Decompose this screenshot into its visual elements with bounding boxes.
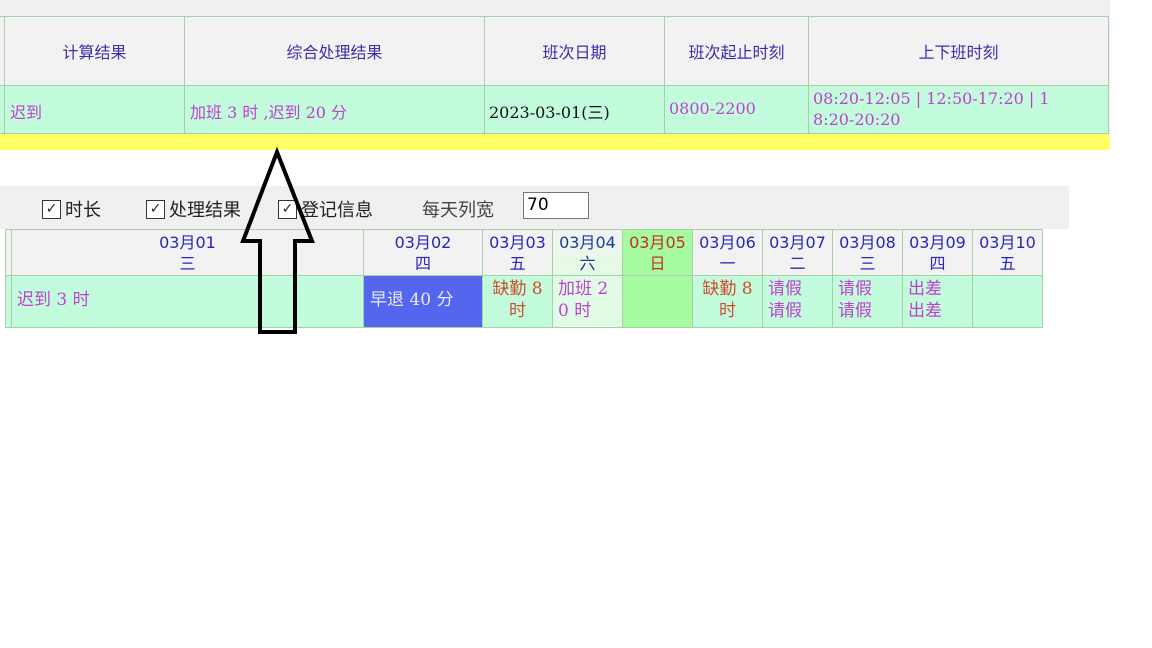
day-date: 03月09 [909, 233, 966, 252]
cell-combined-result[interactable]: 加班 3 时 ,迟到 20 分 [185, 86, 485, 134]
day-cell[interactable]: 早退 40 分 [364, 276, 483, 328]
cell-shift-time[interactable]: 0800-2200 [665, 86, 809, 134]
day-weekday: 四 [929, 254, 946, 273]
clock-line-1: 08:20-12:05 | 12:50-17:20 | 1 [813, 89, 1050, 108]
day-date: 03月08 [839, 233, 896, 252]
day-line-2: 出差 [908, 301, 942, 321]
day-date: 03月05 [629, 233, 686, 252]
cell-calc-result[interactable]: 迟到 [5, 86, 185, 134]
day-line-2: 请假 [838, 301, 872, 321]
header-clock-times[interactable]: 上下班时刻 [809, 16, 1109, 86]
day-date: 03月06 [699, 233, 756, 252]
day-date: 03月03 [489, 233, 546, 252]
col-width-input[interactable]: 70 [523, 192, 589, 219]
day-cell[interactable]: 请假请假 [833, 276, 903, 328]
day-header[interactable]: 03月04 六 [553, 229, 623, 276]
clock-line-2: 8:20-20:20 [813, 110, 901, 129]
day-line-2: 请假 [768, 301, 802, 321]
checkbox-label: 处理结果 [169, 200, 241, 221]
col-width-label: 每天列宽 [422, 200, 494, 221]
day-line-1: 早退 40 分 [370, 290, 454, 310]
day-date: 03月01 [159, 233, 216, 252]
cell-clock-times[interactable]: 08:20-12:05 | 12:50-17:20 | 1 8:20-20:20 [809, 86, 1109, 134]
day-line-2: 0 时 [558, 301, 592, 321]
cell-shift-date[interactable]: 2023-03-01(三) [485, 86, 665, 134]
day-weekday: 一 [719, 254, 736, 273]
day-date: 03月10 [979, 233, 1036, 252]
day-weekday: 五 [509, 254, 526, 273]
day-line-2: 时 [509, 301, 526, 321]
day-header[interactable]: 03月06 一 [693, 229, 763, 276]
day-weekday: 二 [789, 254, 806, 273]
day-header[interactable]: 03月02 四 [364, 229, 483, 276]
checkbox-label: 时长 [65, 200, 101, 221]
day-line-1: 请假 [838, 279, 872, 299]
day-line-1: 出差 [908, 279, 942, 299]
day-cell[interactable]: 出差出差 [903, 276, 973, 328]
day-cell[interactable] [623, 276, 693, 328]
day-date: 03月07 [769, 233, 826, 252]
checkbox-register[interactable]: ✓登记信息 [278, 196, 373, 222]
day-weekday: 六 [579, 254, 596, 273]
day-header[interactable]: 03月03 五 [483, 229, 553, 276]
day-line-1: 缺勤 8 [492, 279, 543, 299]
day-cell[interactable]: 迟到 3 时 [12, 276, 364, 328]
day-weekday: 四 [414, 254, 431, 273]
day-line-1: 加班 2 [558, 279, 609, 299]
day-header[interactable]: 03月10 五 [973, 229, 1043, 276]
checkbox-duration[interactable]: ✓时长 [42, 196, 101, 222]
day-cell[interactable]: 请假请假 [763, 276, 833, 328]
day-date: 03月04 [559, 233, 616, 252]
check-icon: ✓ [146, 199, 165, 219]
checkbox-result[interactable]: ✓处理结果 [146, 196, 241, 222]
day-header[interactable]: 03月09 四 [903, 229, 973, 276]
day-line-2: 时 [719, 301, 736, 321]
day-line-1: 请假 [768, 279, 802, 299]
header-shift-date[interactable]: 班次日期 [485, 16, 665, 86]
check-icon: ✓ [278, 199, 297, 219]
day-line-1: 缺勤 8 [702, 279, 753, 299]
header-combined-result[interactable]: 综合处理结果 [185, 16, 485, 86]
day-line-1: 迟到 3 时 [17, 290, 90, 310]
check-icon: ✓ [42, 199, 61, 219]
toolbar: ✓时长 ✓处理结果 ✓登记信息 每天列宽 70 [0, 186, 1069, 229]
top-panel: 计算结果 综合处理结果 班次日期 班次起止时刻 上下班时刻 迟到 加班 3 时 … [0, 0, 1110, 150]
day-cell[interactable] [973, 276, 1043, 328]
day-date: 03月02 [394, 233, 452, 252]
checkbox-label: 登记信息 [301, 200, 373, 221]
header-left-stub [0, 16, 5, 86]
day-weekday: 日 [649, 254, 666, 273]
header-shift-time[interactable]: 班次起止时刻 [665, 16, 809, 86]
day-header[interactable]: 03月05 日 [623, 229, 693, 276]
day-header[interactable]: 03月08 三 [833, 229, 903, 276]
header-calc-result[interactable]: 计算结果 [5, 16, 185, 86]
day-header[interactable]: 03月01 三 [12, 229, 364, 276]
day-header[interactable]: 03月07 二 [763, 229, 833, 276]
day-weekday: 五 [999, 254, 1016, 273]
day-weekday: 三 [179, 254, 196, 273]
yellow-row[interactable] [0, 134, 1110, 150]
day-weekday: 三 [859, 254, 876, 273]
